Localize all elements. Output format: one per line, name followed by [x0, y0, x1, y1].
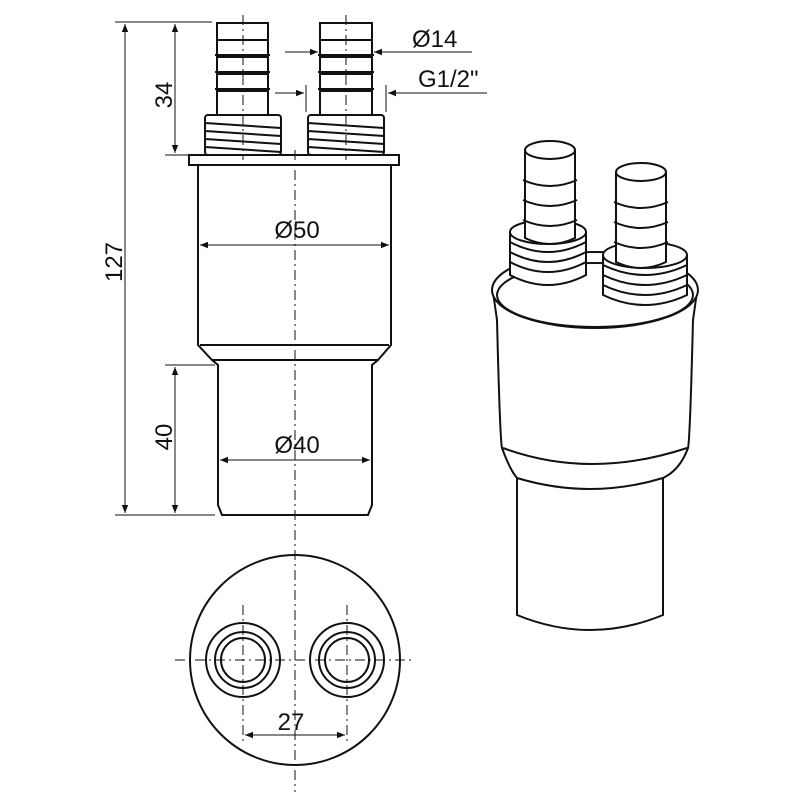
dimensions: 127 34 40 Ø50 Ø40 Ø14 G1/2" [101, 21, 487, 516]
dim-upper-height: 34 [151, 82, 178, 109]
dim-lower-height: 40 [151, 424, 178, 451]
flange [188, 154, 400, 166]
port-left [205, 622, 281, 698]
dim-body-diameter: Ø50 [274, 217, 319, 244]
dim-thread: G1/2" [418, 66, 479, 93]
iso-hose-left [522, 140, 578, 245]
plan-view: 27 [175, 554, 415, 766]
front-view [188, 15, 400, 792]
dim-total-height: 127 [101, 242, 128, 282]
iso-hose-right [613, 162, 669, 269]
dim-hose-diameter: Ø14 [412, 26, 457, 53]
dim-lower-diameter: Ø40 [274, 432, 319, 459]
isometric-view [491, 140, 699, 631]
port-right [309, 622, 385, 698]
dim-spacing: 27 [278, 709, 305, 736]
